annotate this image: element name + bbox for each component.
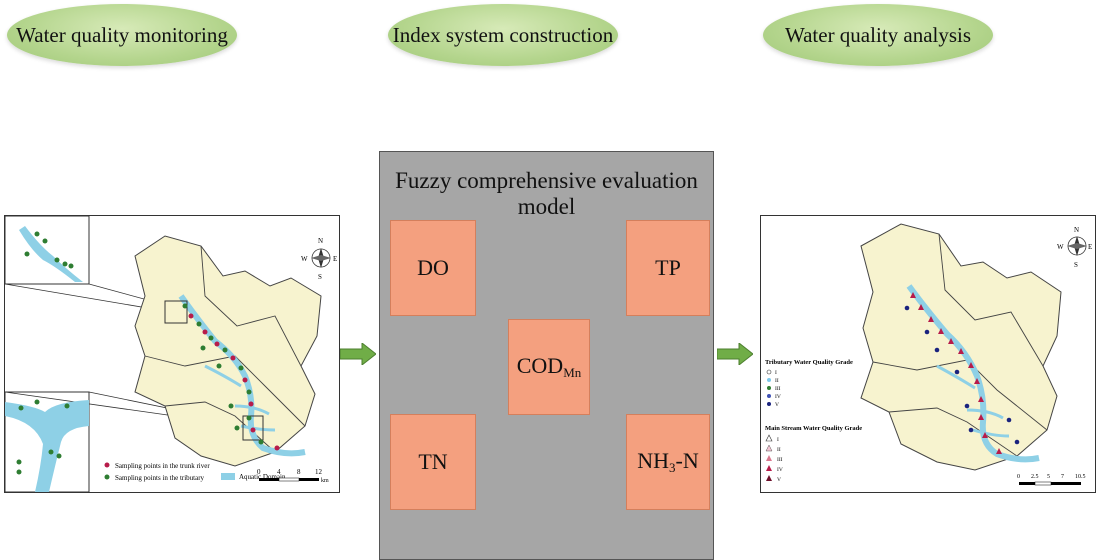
scale-right-tick-1: 2.5	[1031, 474, 1039, 480]
index-tp-label: TP	[655, 255, 681, 280]
legend-aquatic-swatch	[221, 473, 235, 480]
index-tn: TN	[390, 414, 476, 510]
sampling-points	[182, 303, 280, 451]
tributary-grade-2: III	[775, 386, 781, 392]
model-title: Fuzzy comprehensive evaluation model	[395, 168, 698, 219]
main-grade-4: V	[777, 477, 781, 483]
index-do-label: DO	[417, 255, 449, 280]
tributary-grade-0: I	[775, 370, 777, 376]
compass-w-right: W	[1057, 243, 1064, 251]
scale-right-tick-2: 5	[1047, 474, 1050, 480]
legend-trunk-marker	[104, 462, 110, 468]
compass-n-right: N	[1074, 226, 1079, 234]
quality-grade-map: N S E W Tributary Water Quality Grade I …	[760, 215, 1096, 493]
scale-bar-right	[1019, 481, 1081, 486]
arrow-right-icon	[340, 343, 376, 365]
tributary-grade-3: IV	[775, 394, 781, 400]
quality-grade-map-svg: N S E W Tributary Water Quality Grade I …	[765, 223, 1092, 486]
tributary-grade-4: V	[775, 402, 779, 408]
scale-tick-1: 4	[277, 468, 281, 476]
index-codmn-label: CODMn	[516, 353, 582, 380]
inset-top-frame	[5, 216, 90, 285]
main-grade-3: IV	[777, 467, 783, 473]
sampling-map: N S E W Sampling points in the trunk riv…	[4, 215, 340, 493]
compass-e-right: E	[1088, 243, 1092, 251]
main-grade-2: III	[777, 457, 783, 463]
sampling-map-svg: N S E W Sampling points in the trunk riv…	[5, 216, 337, 492]
main-grade-0: I	[777, 437, 779, 443]
legend-tributary: Sampling points in the tributary	[115, 474, 205, 482]
scale-right-tick-3: 7	[1061, 474, 1064, 480]
legend-trunk: Sampling points in the trunk river	[115, 462, 210, 470]
compass-icon	[311, 248, 331, 268]
scale-unit: km	[321, 478, 329, 484]
scale-right-tick-4: 10.5	[1075, 474, 1086, 480]
compass-w: W	[301, 255, 308, 263]
stage-index-system: Index system construction	[388, 4, 618, 66]
stage-analysis-label: Water quality analysis	[784, 22, 972, 47]
arrow-right-icon	[717, 343, 753, 365]
tributary-legend-title: Tributary Water Quality Grade	[765, 359, 853, 366]
scale-bar	[259, 477, 319, 482]
scale-tick-2: 8	[297, 468, 301, 476]
legend-aquatic: Aquatic Domain	[239, 473, 286, 481]
compass-s-right: S	[1074, 261, 1078, 269]
compass-e: E	[333, 255, 337, 263]
stage-monitoring-label: Water quality monitoring	[16, 22, 228, 47]
compass-icon	[1067, 236, 1087, 256]
tributary-grade-1: II	[775, 378, 779, 384]
index-codmn: CODMn	[508, 319, 590, 415]
index-tn-label: TN	[418, 449, 448, 474]
scale-tick-0: 0	[257, 468, 261, 476]
compass-s: S	[318, 273, 322, 281]
index-tp: TP	[626, 220, 710, 316]
main-grade-1: II	[777, 447, 781, 453]
scale-tick-3: 12	[315, 468, 323, 476]
legend-tributary-marker	[104, 474, 110, 480]
main-river-right	[906, 284, 1040, 463]
inset-top-river	[19, 226, 83, 282]
inset-bottom-river	[5, 400, 89, 492]
stage-index-system-label: Index system construction	[392, 22, 614, 47]
scale-right-tick-0: 0	[1017, 474, 1020, 480]
grade-points	[904, 292, 1020, 454]
index-nh3n-label: NH3-N	[637, 448, 699, 475]
main-legend-title: Main Stream Water Quality Grade	[765, 425, 862, 432]
compass-n: N	[318, 237, 323, 245]
stage-monitoring: Water quality monitoring	[7, 4, 237, 66]
index-do: DO	[390, 220, 476, 316]
stage-analysis: Water quality analysis	[763, 4, 993, 66]
fuzzy-model-panel: Fuzzy comprehensive evaluation model DO …	[379, 151, 714, 560]
index-nh3n: NH3-N	[626, 414, 710, 510]
